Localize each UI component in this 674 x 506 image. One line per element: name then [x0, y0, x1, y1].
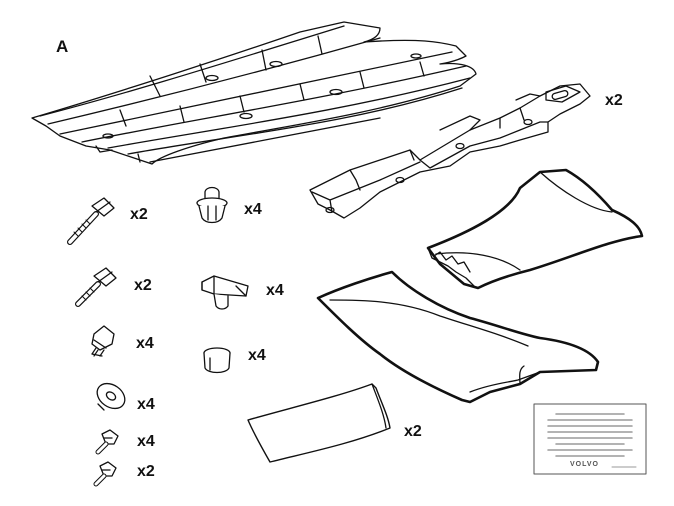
- tiny-screw-qty-label: x2: [137, 463, 155, 480]
- rubber-bumper: [203, 347, 231, 374]
- figure-letter: A: [56, 37, 69, 56]
- tiny-screw: [93, 461, 117, 487]
- retainer-clip: [201, 275, 249, 310]
- flange-bolt: [91, 325, 115, 357]
- long-bolt: [67, 197, 115, 245]
- roof-rail-panel: [31, 21, 477, 165]
- bracket: [309, 83, 591, 219]
- small-screw: [95, 429, 119, 455]
- bracket-qty-label: x2: [605, 92, 623, 109]
- flange-bolt-qty-label: x4: [136, 335, 154, 352]
- push-clip-qty-label: x4: [244, 201, 262, 218]
- washer: [96, 382, 126, 411]
- adhesive-pad-qty-label: x2: [404, 423, 422, 440]
- adhesive-pad: [247, 383, 391, 463]
- instruction-card-brand: VOLVO: [570, 461, 599, 468]
- medium-bolt-qty-label: x2: [134, 277, 152, 294]
- rubber-bumper-qty-label: x4: [248, 347, 266, 364]
- trim-panel-upper: [426, 168, 644, 290]
- washer-qty-label: x4: [137, 396, 155, 413]
- small-screw-qty-label: x4: [137, 433, 155, 450]
- retainer-clip-qty-label: x4: [266, 282, 284, 299]
- long-bolt-qty-label: x2: [130, 206, 148, 223]
- push-clip: [196, 186, 228, 224]
- medium-bolt: [75, 267, 117, 307]
- trim-panel-lower: [316, 270, 600, 404]
- instruction-card: [533, 403, 647, 475]
